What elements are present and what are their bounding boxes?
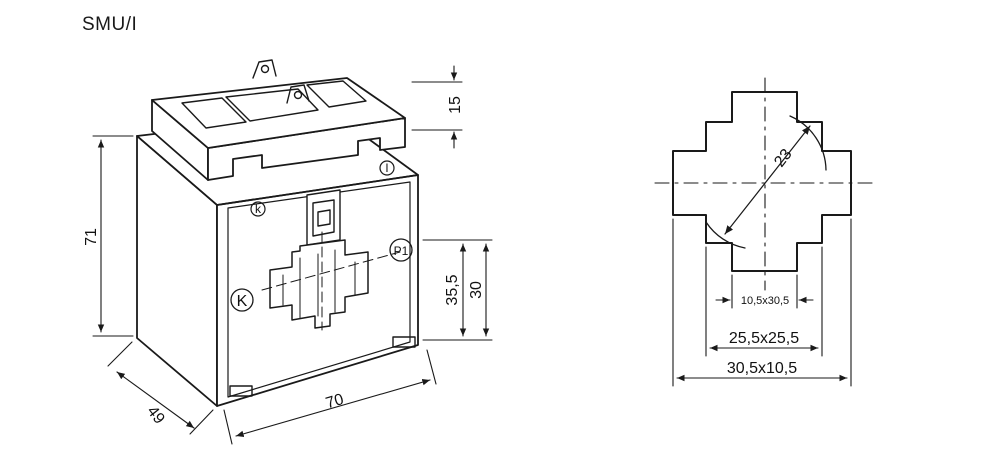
- marking-K-large-circle: [230, 288, 254, 312]
- dim-window-inner-label: 35,5: [444, 274, 461, 305]
- slot-outer-label: 30,5x10,5: [727, 360, 797, 377]
- top-recess-2: [225, 88, 319, 122]
- marking-k-small: k: [255, 202, 262, 216]
- mounting-eye-2: [286, 84, 310, 104]
- marking-k-small-circle: [250, 201, 266, 217]
- slot-inner-label: 10,5x30,5: [741, 295, 789, 307]
- window-section-view: [654, 77, 876, 387]
- device-isometric-view: [136, 59, 419, 407]
- marking-l-small: l: [386, 161, 389, 175]
- section-arc-upper: [789, 115, 827, 171]
- diameter-line: [724, 125, 811, 235]
- top-housing-top: [151, 77, 406, 149]
- dim-height-label: 71: [83, 228, 100, 246]
- secondary-terminal: [306, 189, 341, 246]
- marking-P1-circle: [389, 238, 413, 262]
- marking-l-small-circle: [379, 160, 395, 176]
- stepped-window-outline: [672, 91, 852, 272]
- dim-window-outer-label: 30: [468, 281, 485, 299]
- marking-P1: P1: [394, 244, 409, 258]
- slot-middle-label: 25,5x25,5: [729, 330, 799, 347]
- primary-window-cross: [269, 239, 369, 329]
- base-slot-right: [392, 336, 416, 348]
- labels: 71 15 35,5 30 49 70 k l K P1 23 10,5x30,…: [83, 96, 799, 428]
- top-housing-front: [207, 117, 406, 181]
- body-front-frame: [227, 181, 411, 398]
- window-hatch: [282, 249, 356, 319]
- top-recess-1: [181, 97, 247, 129]
- mounting-eye-1: [252, 59, 277, 79]
- marking-K-large: K: [237, 293, 248, 310]
- device-dimensions: [92, 65, 493, 445]
- drawing-title: SMU/I: [82, 14, 138, 35]
- section-arc-lower: [705, 221, 746, 249]
- section-dimensions: [672, 218, 852, 387]
- dim-width-label: 70: [324, 391, 346, 412]
- window-centerline: [261, 231, 401, 331]
- dim-top-label: 15: [447, 96, 464, 114]
- top-recess-3: [306, 80, 367, 108]
